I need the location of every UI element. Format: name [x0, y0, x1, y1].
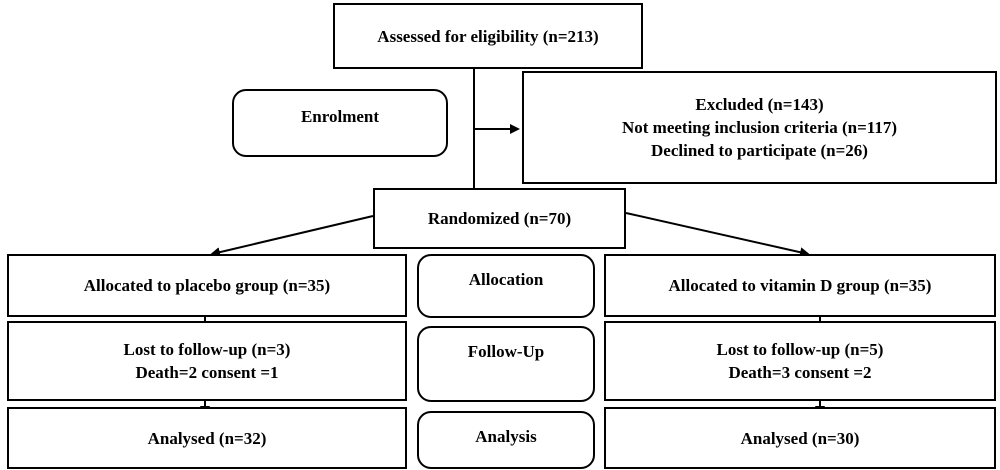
enrolment-stage-box: Enrolment — [232, 89, 448, 157]
arrow-to-placebo-allocation — [210, 215, 374, 258]
analysis-stage-box: Analysis — [417, 411, 595, 469]
excluded-reason-inclusion: Not meeting inclusion criteria (n=117) — [621, 118, 898, 137]
allocation-stage-box: Allocation — [417, 254, 595, 318]
excluded-box: Excluded (n=143) Not meeting inclusion c… — [522, 71, 997, 184]
vitamin-d-lost-line2: Death=3 consent =2 — [728, 363, 872, 382]
placebo-allocated-label: Allocated to placebo group (n=35) — [83, 276, 331, 295]
allocation-stage-label: Allocation — [468, 270, 544, 289]
randomized-label: Randomized (n=70) — [427, 209, 572, 228]
excluded-title: Excluded (n=143) — [695, 95, 824, 114]
arrow-to-vitamin-d-allocation — [625, 212, 810, 258]
placebo-allocation-box: Allocated to placebo group (n=35) — [7, 254, 407, 317]
follow-up-stage-label: Follow-Up — [467, 342, 545, 361]
vitamin-d-allocated-label: Allocated to vitamin D group (n=35) — [668, 276, 932, 295]
vitamin-d-analysed-box: Analysed (n=30) — [604, 407, 996, 469]
placebo-lost-line2: Death=2 consent =1 — [135, 363, 279, 382]
enrolment-label: Enrolment — [300, 107, 380, 126]
randomized-box: Randomized (n=70) — [373, 188, 626, 249]
placebo-analysed-label: Analysed (n=32) — [147, 428, 267, 448]
follow-up-stage-box: Follow-Up — [417, 326, 595, 402]
vitamin-d-lost-line1: Lost to follow-up (n=5) — [716, 340, 884, 359]
placebo-lost-to-follow-up-box: Lost to follow-up (n=3) Death=2 consent … — [7, 321, 407, 401]
vitamin-d-analysed-label: Analysed (n=30) — [740, 428, 860, 448]
analysis-stage-label: Analysis — [475, 427, 537, 446]
vitamin-d-allocation-box: Allocated to vitamin D group (n=35) — [604, 254, 996, 317]
vitamin-d-lost-to-follow-up-box: Lost to follow-up (n=5) Death=3 consent … — [604, 321, 996, 401]
placebo-lost-line1: Lost to follow-up (n=3) — [123, 340, 291, 359]
assessed-for-eligibility-box: Assessed for eligibility (n=213) — [333, 3, 643, 69]
placebo-analysed-box: Analysed (n=32) — [7, 407, 407, 469]
assessed-label: Assessed for eligibility (n=213) — [377, 26, 599, 46]
excluded-reason-declined: Declined to participate (n=26) — [651, 141, 868, 160]
